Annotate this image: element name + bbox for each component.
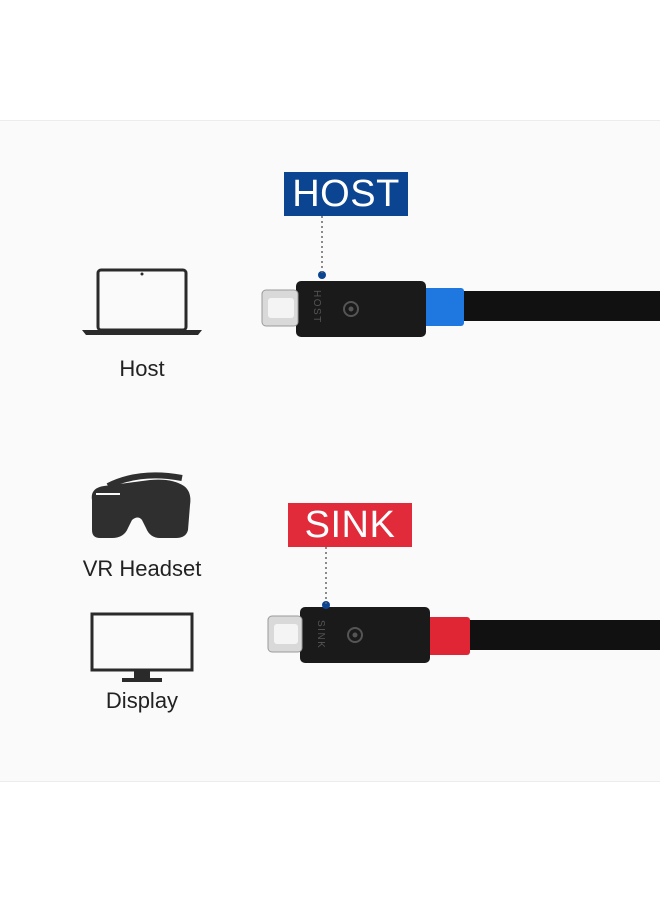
sink-cable: SINK — [267, 547, 660, 663]
host-cable: HOST — [261, 216, 660, 337]
sink-tag: SINK — [288, 503, 412, 547]
host-connector-text: HOST — [311, 290, 322, 324]
host-label: Host — [119, 356, 165, 381]
monitor-icon — [90, 612, 194, 682]
laptop-icon — [82, 268, 202, 335]
vr-headset-label: VR Headset — [82, 556, 202, 581]
background-panel — [0, 120, 660, 782]
sink-connector-text: SINK — [315, 620, 326, 649]
vr-headset-icon — [91, 472, 191, 538]
host-tag: HOST — [284, 172, 408, 216]
display-label: Display — [105, 688, 179, 713]
